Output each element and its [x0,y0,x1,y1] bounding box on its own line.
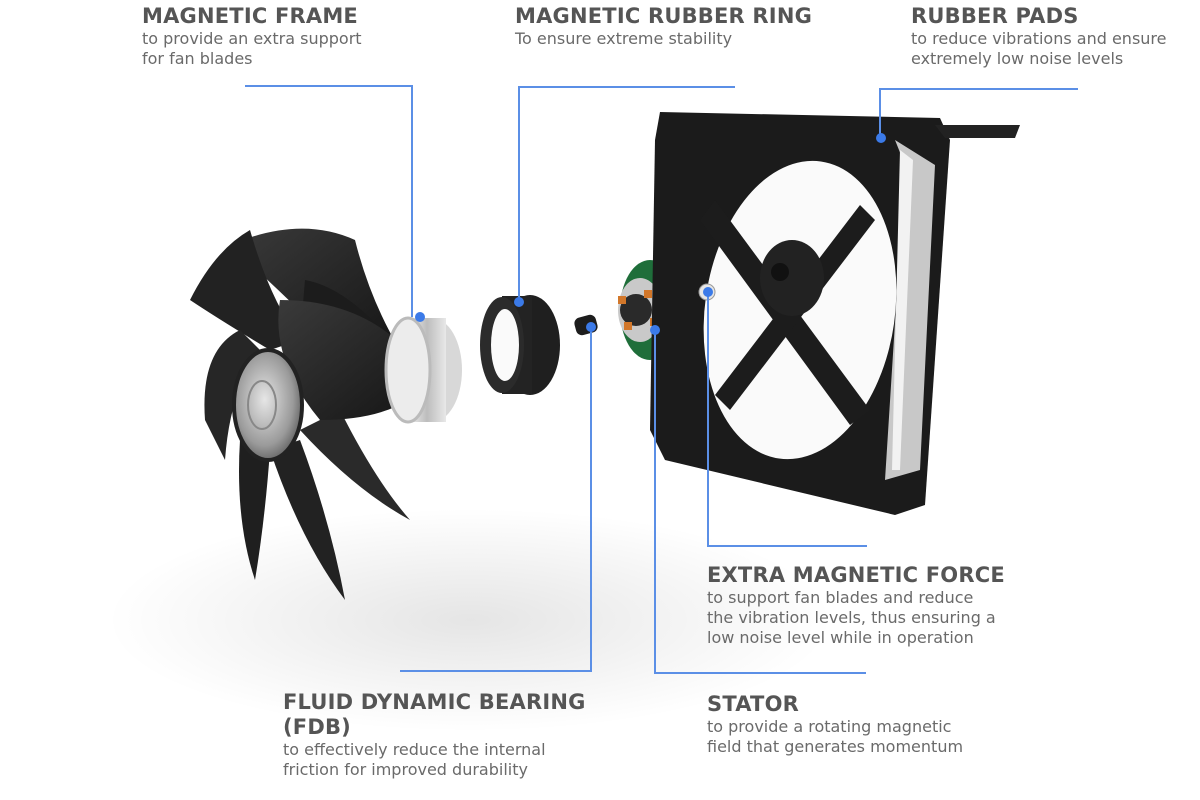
dot-stator [650,325,660,335]
callout-title: STATOR [707,692,799,716]
callout-title: MAGNETIC FRAME [142,4,358,28]
callout-magnetic-rubber-ring: MAGNETIC RUBBER RING To ensure extreme s… [515,4,812,49]
callout-fluid-dynamic-bearing: FLUID DYNAMIC BEARING (FDB) to effective… [283,690,586,780]
leader-magnetic-frame [245,85,413,317]
callout-desc-line: field that generates momentum [707,737,964,756]
dot-rubber-ring [514,297,524,307]
fan-frame-housing [650,112,1020,515]
dot-magnetic-frame [415,312,425,322]
callout-stator: STATOR to provide a rotating magnetic fi… [707,692,963,757]
callout-desc-line: extremely low noise levels [911,49,1124,68]
callout-title: MAGNETIC RUBBER RING [515,4,813,28]
callout-desc-line: for fan blades [142,49,253,68]
magnetic-frame-part [384,316,462,424]
callout-desc-line: to reduce vibrations and ensure [911,29,1167,48]
callout-magnetic-frame: MAGNETIC FRAME to provide an extra suppo… [142,4,362,69]
callout-title: EXTRA MAGNETIC FORCE [707,563,1005,587]
callout-title: FLUID DYNAMIC BEARING [283,690,586,714]
leader-fdb [400,327,592,672]
dot-rubber-pads [876,133,886,143]
dot-fdb [586,322,596,332]
leader-stator [654,330,866,674]
callout-desc-line: the vibration levels, thus ensuring a [707,608,996,627]
leader-dots [415,133,886,335]
fan-impeller [190,228,430,600]
callout-rubber-pads: RUBBER PADS to reduce vibrations and ens… [911,4,1166,69]
callout-desc-line: friction for improved durability [283,760,528,779]
rubber-ring-part [480,295,560,395]
callout-desc-line: To ensure extreme stability [515,29,733,48]
leader-lines [245,85,1078,674]
leader-rubber-ring [518,86,735,302]
callout-desc-line: to provide a rotating magnetic [707,717,952,736]
callout-desc-line: to effectively reduce the internal [283,740,546,759]
leader-rubber-pads [879,88,1078,138]
callout-desc-line: to support fan blades and reduce [707,588,974,607]
dot-extra-magnetic-force [703,287,713,297]
callout-title-line2: (FDB) [283,715,351,739]
callout-desc-line: low noise level while in operation [707,628,974,647]
leader-extra-magnetic-force [707,292,867,547]
callout-desc-line: to provide an extra support [142,29,362,48]
callout-title: RUBBER PADS [911,4,1079,28]
callout-extra-magnetic-force: EXTRA MAGNETIC FORCE to support fan blad… [707,563,1005,648]
